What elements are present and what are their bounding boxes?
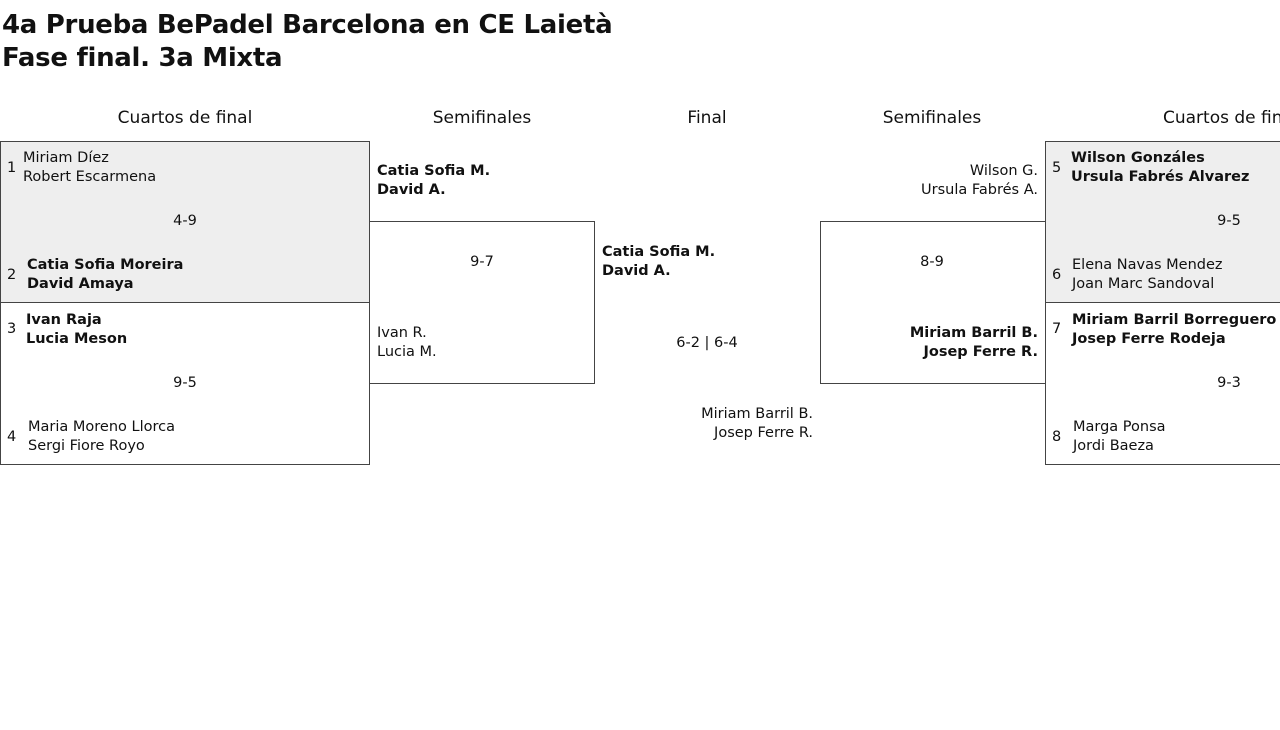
seed-number: 8 (1052, 429, 1062, 445)
player-name: Joan Marc Sandoval (1072, 276, 1215, 292)
header-sf-right: Semifinales (882, 108, 982, 128)
player-name: Robert Escarmena (23, 169, 157, 185)
header-sf-left: Semifinales (432, 108, 532, 128)
player-name: Lucia Meson (26, 331, 128, 347)
header-qf-left: Cuartos de final (117, 108, 253, 128)
player-name: Wilson Gonzáles (1071, 150, 1205, 166)
player-name: Ursula Fabrés Alvarez (1071, 169, 1250, 185)
player-name: Marga Ponsa (1073, 419, 1166, 435)
player-name: Miriam Barril Borreguero (1072, 312, 1277, 328)
player-name: Lucia M. (377, 344, 437, 360)
seed-number: 4 (7, 429, 17, 445)
seed-number: 6 (1052, 267, 1062, 283)
player-name: Ursula Fabrés A. (921, 182, 1038, 198)
player-name: Miriam Barril B. (701, 406, 813, 422)
sf-left-match (369, 221, 595, 384)
seed-number: 1 (7, 160, 17, 176)
player-name: Catia Sofia M. (602, 244, 716, 260)
player-name: Sergi Fiore Royo (28, 438, 145, 454)
player-name: Josep Ferre Rodeja (1072, 331, 1226, 347)
match-score: 6-2 | 6-4 (676, 335, 738, 351)
match-score: 8-9 (920, 254, 944, 270)
match-score: 9-5 (173, 375, 197, 391)
player-name: Josep Ferre R. (714, 425, 813, 441)
match-score: 9-7 (470, 254, 494, 270)
qf-right-match-1 (1045, 141, 1280, 303)
seed-number: 2 (7, 267, 17, 283)
player-name: Jordi Baeza (1073, 438, 1154, 454)
player-name: Miriam Barril B. (909, 325, 1038, 341)
player-name: Ivan R. (377, 325, 427, 341)
player-name: David A. (602, 263, 671, 279)
player-name: Ivan Raja (26, 312, 102, 328)
player-name: Maria Moreno Llorca (28, 419, 175, 435)
player-name: David Amaya (27, 276, 134, 292)
player-name: Elena Navas Mendez (1072, 257, 1223, 273)
player-name: Catia Sofia M. (377, 163, 491, 179)
match-score: 9-5 (1217, 213, 1241, 229)
header-qf-right: Cuartos de final (1163, 108, 1280, 128)
player-name: Catia Sofia Moreira (27, 257, 184, 273)
player-name: Miriam Díez (23, 150, 109, 166)
player-name: Josep Ferre R. (923, 344, 1038, 360)
qf-left-match-1 (0, 141, 370, 303)
header-final: Final (687, 108, 727, 128)
seed-number: 3 (7, 321, 17, 337)
match-score: 4-9 (173, 213, 197, 229)
page-title: 4a Prueba BePadel Barcelona en CE Laietà (2, 10, 613, 40)
player-name: David A. (377, 182, 446, 198)
seed-number: 7 (1052, 321, 1062, 337)
match-score: 9-3 (1217, 375, 1241, 391)
player-name: Wilson G. (969, 163, 1038, 179)
qf-right-match-2 (1045, 302, 1280, 465)
seed-number: 5 (1052, 160, 1062, 176)
page-subtitle: Fase final. 3a Mixta (2, 43, 283, 73)
